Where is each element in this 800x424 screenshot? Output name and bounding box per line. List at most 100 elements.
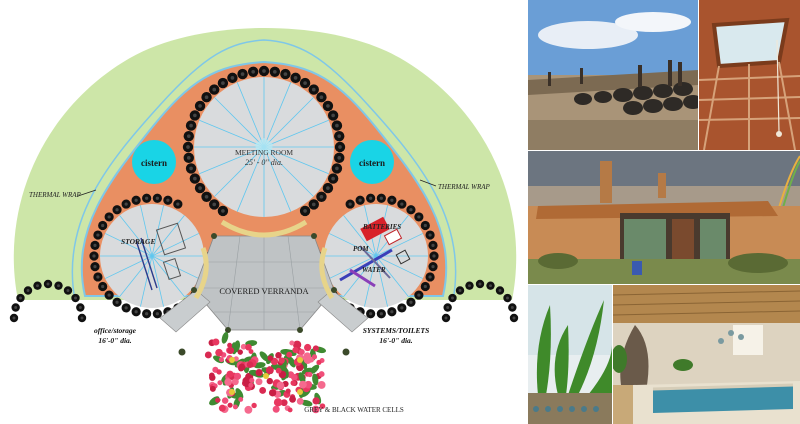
flower	[316, 359, 322, 366]
flower	[312, 345, 319, 352]
tire-hub	[74, 296, 77, 300]
veranda-columns	[178, 233, 350, 356]
flower	[215, 348, 223, 357]
tire-hub	[319, 95, 324, 100]
flower	[292, 340, 302, 349]
flower-center	[229, 389, 235, 395]
tire-hub	[115, 300, 119, 304]
tire-hub	[115, 208, 119, 212]
tire-hub	[417, 293, 421, 297]
leaf	[259, 351, 269, 362]
tire-hub	[331, 113, 335, 118]
tire-hub	[101, 223, 105, 228]
tire-hub	[478, 282, 482, 286]
tire-hub	[36, 284, 39, 288]
tire-hub	[458, 289, 462, 292]
tire-hub	[428, 233, 432, 237]
meeting-room-dia: 25' - 0" dia.	[245, 158, 283, 167]
leaf	[312, 373, 319, 386]
tire-hub	[204, 194, 209, 199]
tire-hub	[230, 76, 235, 80]
leaf	[298, 372, 306, 384]
tire-hub	[335, 123, 339, 128]
flower	[286, 351, 293, 358]
flower	[290, 373, 298, 381]
flower	[227, 402, 233, 408]
flower	[218, 404, 226, 412]
tire-hub	[251, 69, 256, 74]
tire-hub	[326, 186, 330, 190]
flower	[244, 405, 253, 414]
tire-hub	[93, 265, 97, 269]
flower	[290, 380, 297, 386]
flower	[278, 357, 285, 364]
tire-hub	[212, 202, 217, 207]
flower	[238, 397, 244, 402]
flower	[268, 389, 277, 397]
flower	[304, 380, 313, 389]
flower	[226, 370, 234, 378]
meeting-room-skylight	[255, 138, 273, 154]
flower	[298, 349, 305, 356]
flower	[215, 397, 221, 403]
tire-hub	[506, 296, 509, 300]
systems-entry-arc	[319, 247, 335, 300]
flower	[232, 404, 238, 410]
tire-hub	[101, 284, 105, 289]
construction-tire-wall-photo	[528, 0, 698, 150]
flower	[255, 368, 263, 377]
tire-hub	[337, 155, 342, 160]
flower	[273, 398, 283, 407]
flower	[319, 403, 326, 409]
tire-hub	[510, 306, 514, 309]
tire-hub	[145, 312, 149, 316]
thermal-wrap-right-label: THERMAL WRAP	[438, 183, 491, 191]
flower	[287, 407, 293, 413]
tire-hub	[358, 198, 362, 202]
tire-hub	[423, 223, 427, 228]
tire-hub	[369, 196, 373, 200]
tire-hub	[417, 215, 421, 219]
tire-hub	[107, 293, 111, 297]
tire-hub	[134, 198, 138, 202]
tire-hub	[338, 145, 342, 149]
tire-hub	[303, 81, 307, 85]
cistern-left	[132, 140, 176, 184]
flower	[317, 380, 326, 389]
tire-hub	[400, 202, 404, 206]
tire-hub	[204, 95, 209, 100]
tire-hub	[444, 316, 448, 320]
leaf	[235, 388, 244, 399]
tire-hub	[107, 215, 111, 219]
tire-hub	[431, 265, 435, 269]
flower	[312, 405, 320, 414]
tire-hub	[337, 134, 342, 139]
meeting-room-title: MEETING ROOM	[235, 148, 293, 157]
flower	[296, 397, 304, 405]
cistern-right-label: cistern	[359, 158, 385, 168]
flower	[237, 349, 243, 355]
flower	[275, 367, 282, 374]
tire-hub	[212, 87, 217, 92]
flower	[265, 366, 274, 375]
tire-hub	[93, 243, 97, 247]
flower	[234, 372, 242, 380]
tire-hub	[432, 254, 436, 258]
flower	[240, 343, 247, 350]
veranda-grid	[196, 235, 332, 331]
flower	[243, 381, 250, 388]
flower	[312, 397, 320, 405]
tire-hub	[12, 316, 16, 320]
thermal-wrap-left-leader	[77, 189, 97, 197]
flower	[289, 395, 296, 403]
tire-hub	[272, 69, 277, 74]
flower	[251, 402, 257, 409]
flower	[292, 346, 299, 354]
tire-hub	[189, 166, 193, 171]
tire-hub	[26, 289, 30, 292]
tire-hub	[14, 306, 18, 309]
tire-hub	[221, 209, 225, 213]
tire-hub	[390, 198, 394, 202]
flower-center	[229, 357, 235, 363]
tire-hub	[409, 300, 413, 304]
